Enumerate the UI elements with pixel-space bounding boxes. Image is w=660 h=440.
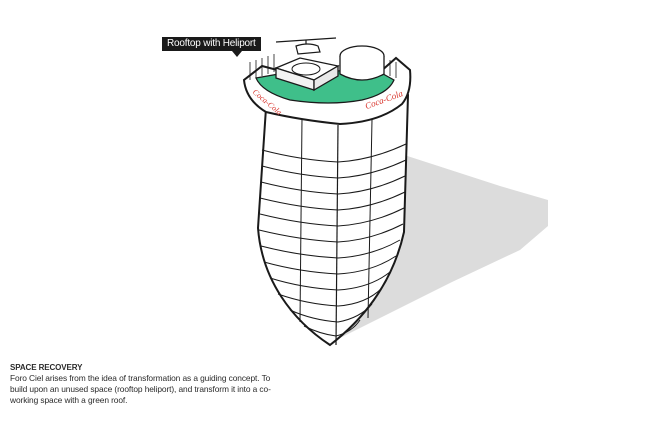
caption-title: SPACE RECOVERY (10, 363, 83, 372)
rooftop-callout: Rooftop with Heliport (162, 37, 261, 51)
caption-block: SPACE RECOVERY Foro Ciel arises from the… (10, 362, 280, 406)
heliport-block (274, 57, 340, 92)
roof-railing (249, 54, 397, 80)
tower-edge-left (299, 117, 303, 323)
helicopter (275, 37, 337, 55)
tower-edge-right (367, 119, 373, 319)
floor-lines (258, 143, 407, 337)
rooftop-tank (339, 45, 385, 81)
caption-body: Foro Ciel arises from the idea of transf… (10, 373, 271, 405)
callout-pointer (232, 51, 242, 57)
